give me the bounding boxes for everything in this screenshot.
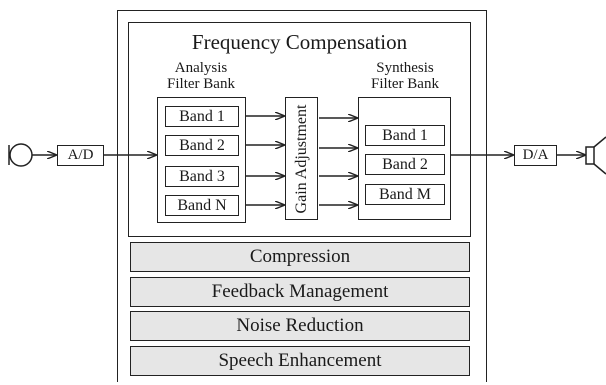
analysis-band-1: Band 1 <box>165 106 239 127</box>
stage-speech-enhancement: Speech Enhancement <box>130 346 470 376</box>
frequency-compensation-box <box>128 22 471 237</box>
stage-feedback-management: Feedback Management <box>130 277 470 307</box>
analysis-band-3: Band 3 <box>165 166 239 187</box>
analysis-label-line2: Filter Bank <box>167 76 235 92</box>
speaker-icon <box>585 136 606 175</box>
analysis-band-2: Band 2 <box>165 135 239 156</box>
stage-noise-reduction: Noise Reduction <box>130 311 470 341</box>
hearing-aid-processing-block <box>117 10 487 382</box>
synthesis-band-m: Band M <box>365 184 445 205</box>
frequency-compensation-title: Frequency Compensation <box>191 30 408 54</box>
analysis-label-line1: Analysis <box>174 60 228 76</box>
synthesis-band-2: Band 2 <box>365 154 445 175</box>
da-converter: D/A <box>514 145 557 166</box>
microphone-icon <box>8 143 33 167</box>
analysis-band-n: Band N <box>165 195 239 216</box>
gain-adjustment-block: Gain Adjustment <box>285 97 318 220</box>
synthesis-band-1: Band 1 <box>365 125 445 146</box>
synthesis-label-line2: Filter Bank <box>371 76 439 92</box>
synthesis-filter-bank: Band 1 Band 2 Band M <box>358 97 451 220</box>
analysis-filter-bank: Band 1 Band 2 Band 3 Band N <box>157 97 246 223</box>
stage-compression: Compression <box>130 242 470 272</box>
gain-adjustment-label: Gain Adjustment <box>292 104 310 213</box>
ad-converter: A/D <box>57 145 104 166</box>
synthesis-label-line1: Synthesis <box>376 60 434 76</box>
